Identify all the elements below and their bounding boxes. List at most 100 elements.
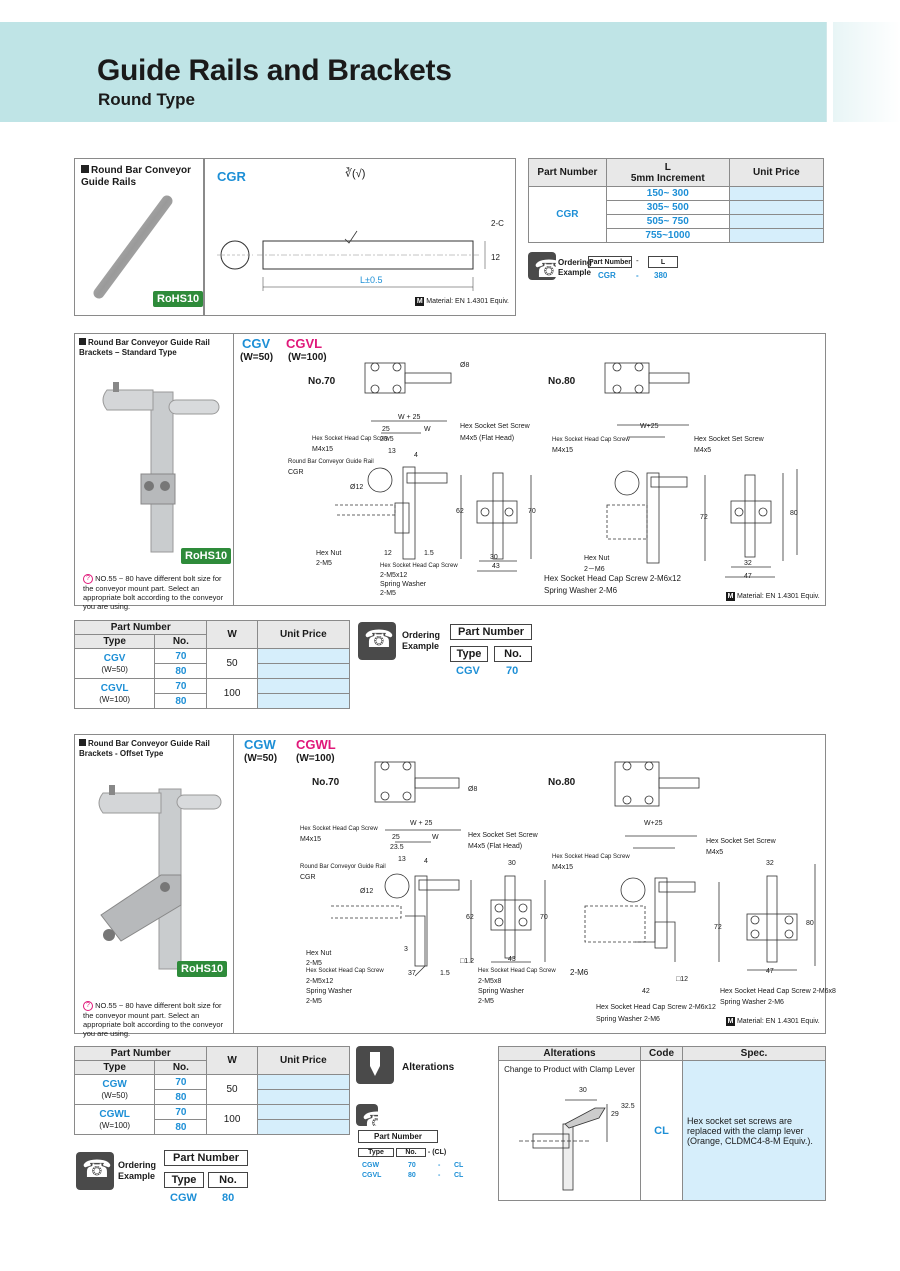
cgv-lbl-m6: 2－M6 — [584, 566, 605, 573]
cgv-lbl-m4x5flat: M4x5 (Flat Head) — [460, 435, 515, 442]
cgw-label: Round Bar Conveyor Guide Rail Brackets -… — [79, 739, 210, 758]
cgv-lbl-25: 25 — [382, 426, 390, 433]
cgw-lbl-b12: □1.2 — [460, 958, 474, 965]
cgv-w2: (W=100) — [288, 352, 327, 363]
cgr-rohs-badge: RoHS10 — [153, 291, 204, 307]
cgw-lbl-m4x5: M4x5 — [706, 849, 724, 856]
cgw-lbl-hsset: Hex Socket Set Screw — [468, 832, 538, 839]
cgw-w2: (W=100) — [296, 753, 335, 764]
cgv-price-cell[interactable] — [256, 678, 351, 694]
cgr-th-unit-price: Unit Price — [728, 158, 825, 187]
cgw-price-cell[interactable] — [256, 1089, 351, 1105]
cgw-lbl-sm5b: 2-M5 — [478, 998, 494, 1005]
cgw-no70: No.70 — [312, 777, 340, 788]
cgv-lbl-hshead: Hex Socket Head Cap Screw — [312, 436, 390, 442]
cgv-lbl-80: 80 — [790, 510, 798, 517]
cgw-w1: (W=50) — [244, 753, 278, 764]
cgr-price-cell[interactable] — [728, 186, 825, 201]
cgv-price-cell[interactable] — [256, 663, 351, 679]
cgw-lbl-hscap2: Hex Socket Head Cap Screw — [478, 968, 556, 974]
cgr-price-cell[interactable] — [728, 228, 825, 243]
material-m-icon: M — [726, 1017, 735, 1026]
cgr-range: 755~1000 — [605, 228, 730, 243]
cgw-lbl-13: 13 — [398, 856, 406, 863]
cgr-dim-dia: 12 — [491, 253, 500, 262]
cgv-technical-drawing — [335, 362, 798, 578]
cgr-ord-head1: Part Number — [588, 256, 632, 268]
cgr-ord-val2: 380 — [654, 271, 668, 280]
cgw-lbl-spring2: Spring Washer — [478, 988, 525, 995]
cgv-lbl-m5: 2-M5 — [316, 560, 332, 567]
cgw-lbl-m5x12: 2-M5x12 — [306, 978, 334, 985]
cgw-lbl-hexnut: Hex Nut — [306, 950, 332, 957]
cgw-lbl-w: W — [432, 834, 439, 841]
cgr-price-cell[interactable] — [728, 200, 825, 215]
cgw-lbl-62: 62 — [466, 914, 474, 921]
cgw-lbl-43: 43 — [508, 956, 516, 963]
cgw-lbl-hshead: Hex Socket Head Cap Screw — [300, 826, 378, 832]
cgw-lbl-spring: Spring Washer — [306, 988, 353, 995]
cgv-lbl-hsset80: Hex Socket Set Screw — [694, 436, 764, 443]
cgw-lbl-70: 70 — [540, 914, 548, 921]
material-m-icon: M — [415, 297, 425, 306]
cgw-lbl-sm5: 2-M5 — [306, 998, 322, 1005]
cgw-lbl-3: 3 — [404, 946, 408, 953]
alterations-block: Alterations Part Number Type No. - (CL) … — [356, 1046, 486, 1186]
cgw-row-type: CGW(W=50) — [73, 1074, 156, 1105]
cgr-price-cell[interactable] — [728, 214, 825, 229]
cgv-lbl-43: 43 — [492, 563, 500, 570]
clamp-lever-cell: Change to Product with Clamp Lever 30 29… — [498, 1060, 641, 1201]
cgw-lbl-37: 37 — [408, 970, 416, 977]
cgv-lbl-15: 1.5 — [424, 550, 434, 557]
cgr-finish-symbol: ∛(√) — [345, 168, 366, 180]
cgv-lbl-spring80: Spring Washer 2-M6 — [544, 586, 618, 595]
cgv-lbl-phi8: Ø8 — [460, 362, 470, 369]
cgv-lbl-4: 4 — [414, 452, 418, 459]
cgv-no80: No.80 — [548, 376, 576, 387]
cgv-lbl-m4x15: M4x15 — [312, 446, 334, 453]
cgw-price-cell[interactable] — [256, 1074, 351, 1090]
cgv-code-1: CGV — [242, 336, 271, 351]
note-icon: ? — [83, 1001, 93, 1012]
cgv-note: ? NO.55 ~ 80 have different bolt size fo… — [83, 574, 224, 612]
cgv-no70: No.70 — [308, 376, 336, 387]
cgr-range: 505~ 750 — [605, 214, 730, 229]
phone-icon — [356, 1104, 392, 1136]
cgr-ord-val1: CGR — [598, 271, 616, 280]
cgv-lbl-w25: W + 25 — [398, 414, 421, 421]
cgv-lbl-70: 70 — [528, 508, 536, 515]
cgv-lbl-hexnut80: Hex Nut — [584, 555, 610, 562]
drill-icon — [356, 1046, 394, 1084]
cgw-price-cell[interactable] — [256, 1119, 351, 1135]
cgv-lbl-rbcgr: Round Bar Conveyor Guide Rail — [288, 459, 374, 465]
cgw-lbl-m4x15-80: M4x15 — [552, 864, 574, 871]
cgv-lbl-wp25: W+25 — [640, 423, 659, 430]
cgw-lbl-spring80b: Spring Washer 2-M6 — [720, 999, 784, 1006]
cgv-lbl-235: 23.5 — [380, 436, 394, 443]
cgr-rod-image — [93, 195, 173, 299]
cgv-price-cell[interactable] — [256, 648, 351, 664]
cgv-price-cell[interactable] — [256, 693, 351, 709]
cgv-bracket-image — [102, 382, 220, 553]
cgw-lbl-32: 32 — [766, 860, 774, 867]
cgw-no80: No.80 — [548, 777, 576, 788]
cgv-lbl-w: W — [424, 426, 431, 433]
cgr-dim-length: L±0.5 — [360, 275, 383, 285]
cgw-lbl-hshead80: Hex Socket Head Cap Screw — [552, 854, 630, 860]
cgv-lbl-30: 30 — [490, 554, 498, 561]
cgv-lbl-hscap: Hex Socket Head Cap Screw — [380, 563, 458, 569]
cgv-lbl-13: 13 — [388, 448, 396, 455]
cgv-rohs-badge: RoHS10 — [181, 548, 232, 564]
cgv-lbl-sm5: 2-M5 — [380, 590, 396, 597]
cgw-lbl-cap80: Hex Socket Head Cap Screw 2-M6x12 — [596, 1004, 716, 1011]
cgr-ord-head2: L — [648, 256, 678, 268]
cgw-lbl-47: 47 — [766, 968, 774, 975]
cgw-price-cell[interactable] — [256, 1104, 351, 1120]
cgv-row-type: CGVL(W=100) — [73, 678, 156, 709]
phone-icon — [528, 252, 564, 284]
